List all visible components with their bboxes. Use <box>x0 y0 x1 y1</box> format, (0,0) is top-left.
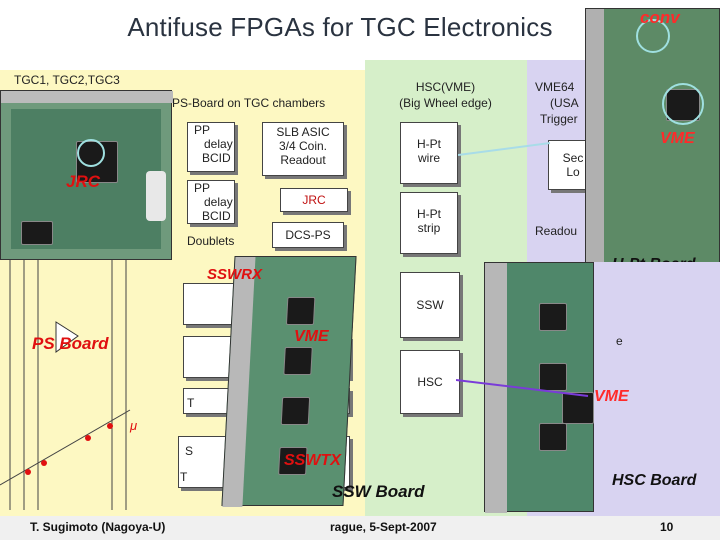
chip-highlight-circle <box>662 83 704 125</box>
chip <box>539 303 567 331</box>
hsc-board-label: HSC Board <box>612 472 697 489</box>
pp-box-1: PP delay BCID <box>187 122 235 172</box>
delay-label: delay <box>204 195 233 209</box>
hpt-strip-line2: strip <box>417 221 441 235</box>
hsc-board-photo <box>484 262 594 513</box>
hpt-board-photo <box>585 8 720 277</box>
ps-board-photo <box>0 90 173 260</box>
ssw-board-label: SSW Board <box>332 482 425 501</box>
conv-highlight-circle <box>636 19 670 53</box>
slide-title: Antifuse FPGAs for TGC Electronics <box>127 12 553 42</box>
footer-author: T. Sugimoto (Nagoya-U) <box>30 520 166 534</box>
cable-connector <box>146 171 166 221</box>
vme-red-label-center: VME <box>294 328 329 345</box>
footer-bar <box>0 516 720 540</box>
hpt-wire-line1: H-Pt <box>417 137 441 151</box>
vme-label-hsc: VME <box>594 388 629 405</box>
chip <box>539 363 567 391</box>
board-front-panel <box>586 9 604 277</box>
doublets-label: Doublets <box>187 234 235 248</box>
hpt-wire-line2: wire <box>417 151 440 165</box>
board-top-rail <box>1 91 173 103</box>
trigger-label: Trigger <box>540 112 578 126</box>
footer-event: rague, 5-Sept-2007 <box>330 520 437 534</box>
sswrx-red-label: SSWRX <box>207 266 263 283</box>
pp-label: PP <box>194 181 211 195</box>
ps-board-tgc-label: PS-Board on TGC chambers <box>172 96 326 110</box>
hsc-to-vme-arrow <box>456 379 589 397</box>
chip <box>21 221 53 245</box>
board-front-panel <box>485 263 507 513</box>
e-label: e <box>616 334 623 348</box>
delay-label: delay <box>204 137 233 151</box>
hpt-strip-box: H-Pt strip <box>400 192 458 254</box>
chip <box>539 423 567 451</box>
jrc-box: JRC <box>280 188 348 212</box>
tgc-label: TGC1, TGC2,TGC3 <box>14 73 120 87</box>
hsc-vme-sublabel: (Big Wheel edge) <box>399 96 492 110</box>
vme64-label: VME64 <box>535 80 575 94</box>
hpt-wire-box: H-Pt wire <box>400 122 458 184</box>
sec-label: Sec <box>562 151 584 165</box>
footer-page-number: 10 <box>660 520 674 534</box>
muon-symbol: μ <box>130 418 138 433</box>
pp-label: PP <box>194 123 211 137</box>
hsc-side-area <box>594 262 720 462</box>
hsc-box: HSC <box>400 350 460 414</box>
vme-label-hpt: VME <box>660 130 695 147</box>
pp-box-2: PP delay BCID <box>187 180 235 224</box>
coin-label: 3/4 Coin. <box>278 139 328 153</box>
hpt-strip-line1: H-Pt <box>417 207 441 221</box>
chip-highlight-circle <box>77 139 105 167</box>
jrc-red-label: JRC <box>66 172 101 191</box>
lo-label: Lo <box>566 165 580 179</box>
slb-asic-box: SLB ASIC 3/4 Coin. Readout <box>262 122 344 176</box>
chip <box>283 347 313 375</box>
bcid-label: BCID <box>202 209 231 223</box>
ssw-box: SSW <box>400 272 460 338</box>
hsc-vme-label: HSC(VME) <box>415 80 476 94</box>
slb-asic-label: SLB ASIC <box>276 125 330 139</box>
dcs-ps-box: DCS-PS <box>272 222 344 248</box>
s-label: S <box>185 444 194 458</box>
chip <box>285 297 316 325</box>
readout-label: Readout <box>280 153 326 167</box>
t-label: T <box>187 396 195 410</box>
hpt-to-sector-line <box>458 142 551 156</box>
sswtx-red-label: SSWTX <box>284 452 341 469</box>
bcid-label: BCID <box>202 151 231 165</box>
t-label-bottom: T <box>180 470 188 484</box>
ps-board-red-label: PS Board <box>32 334 109 353</box>
chip <box>562 392 594 424</box>
usa-label: (USA <box>550 96 579 110</box>
conv-label: conv <box>640 8 680 27</box>
chip <box>280 397 311 425</box>
readout-right-label: Readou <box>535 224 578 238</box>
